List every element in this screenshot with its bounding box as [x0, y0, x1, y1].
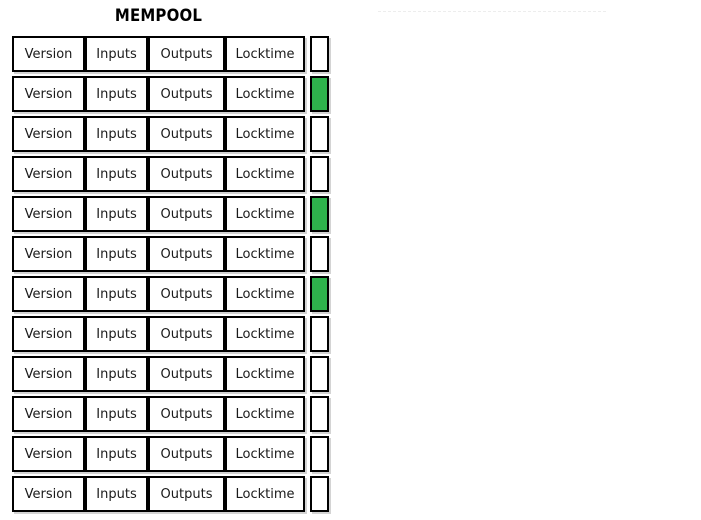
table-cell-locktime: Locktime	[225, 76, 305, 112]
table-cell-outputs: Outputs	[148, 156, 225, 192]
table-cell-version: Version	[12, 396, 85, 432]
table-cell-version: Version	[12, 156, 85, 192]
table-cell-version: Version	[12, 316, 85, 352]
table-cell-outputs: Outputs	[148, 236, 225, 272]
table-cell-version: Version	[12, 436, 85, 472]
table-cell-outputs: Outputs	[148, 476, 225, 512]
table-cell-inputs: Inputs	[85, 116, 148, 152]
table-cell-version: Version	[12, 236, 85, 272]
status-indicator-empty[interactable]	[310, 156, 329, 192]
table-cell-version: Version	[12, 476, 85, 512]
table-cell-outputs: Outputs	[148, 316, 225, 352]
table-cell-inputs: Inputs	[85, 316, 148, 352]
status-indicator-empty[interactable]	[310, 356, 329, 392]
table-cell-locktime: Locktime	[225, 156, 305, 192]
table-cell-inputs: Inputs	[85, 156, 148, 192]
status-indicator-empty[interactable]	[310, 316, 329, 352]
table-cell-locktime: Locktime	[225, 396, 305, 432]
table-cell-locktime: Locktime	[225, 196, 305, 232]
table-cell-outputs: Outputs	[148, 76, 225, 112]
page-title: MEMPOOL	[114, 6, 203, 26]
table-cell-inputs: Inputs	[85, 356, 148, 392]
table-cell-outputs: Outputs	[148, 116, 225, 152]
status-indicator-empty[interactable]	[310, 116, 329, 152]
dashed-separator-line	[378, 11, 606, 12]
status-indicator-empty[interactable]	[310, 436, 329, 472]
table-cell-version: Version	[12, 276, 85, 312]
status-indicator-confirmed[interactable]	[310, 76, 329, 112]
status-indicator-empty[interactable]	[310, 236, 329, 272]
table-cell-version: Version	[12, 76, 85, 112]
table-cell-locktime: Locktime	[225, 316, 305, 352]
table-cell-inputs: Inputs	[85, 276, 148, 312]
table-cell-version: Version	[12, 356, 85, 392]
status-indicator-empty[interactable]	[310, 396, 329, 432]
status-indicator-confirmed[interactable]	[310, 196, 329, 232]
table-cell-inputs: Inputs	[85, 196, 148, 232]
table-cell-version: Version	[12, 116, 85, 152]
table-cell-outputs: Outputs	[148, 196, 225, 232]
table-cell-version: Version	[12, 196, 85, 232]
table-cell-locktime: Locktime	[225, 36, 305, 72]
table-cell-locktime: Locktime	[225, 436, 305, 472]
table-cell-locktime: Locktime	[225, 236, 305, 272]
table-cell-inputs: Inputs	[85, 76, 148, 112]
table-cell-inputs: Inputs	[85, 436, 148, 472]
table-cell-locktime: Locktime	[225, 476, 305, 512]
table-cell-inputs: Inputs	[85, 476, 148, 512]
table-cell-inputs: Inputs	[85, 236, 148, 272]
table-cell-locktime: Locktime	[225, 356, 305, 392]
table-cell-inputs: Inputs	[85, 36, 148, 72]
table-cell-outputs: Outputs	[148, 36, 225, 72]
table-cell-outputs: Outputs	[148, 396, 225, 432]
table-cell-outputs: Outputs	[148, 436, 225, 472]
status-indicator-empty[interactable]	[310, 476, 329, 512]
table-cell-version: Version	[12, 36, 85, 72]
table-cell-inputs: Inputs	[85, 396, 148, 432]
table-cell-locktime: Locktime	[225, 276, 305, 312]
table-cell-outputs: Outputs	[148, 356, 225, 392]
status-indicator-confirmed[interactable]	[310, 276, 329, 312]
table-cell-locktime: Locktime	[225, 116, 305, 152]
table-cell-outputs: Outputs	[148, 276, 225, 312]
status-indicator-empty[interactable]	[310, 36, 329, 72]
